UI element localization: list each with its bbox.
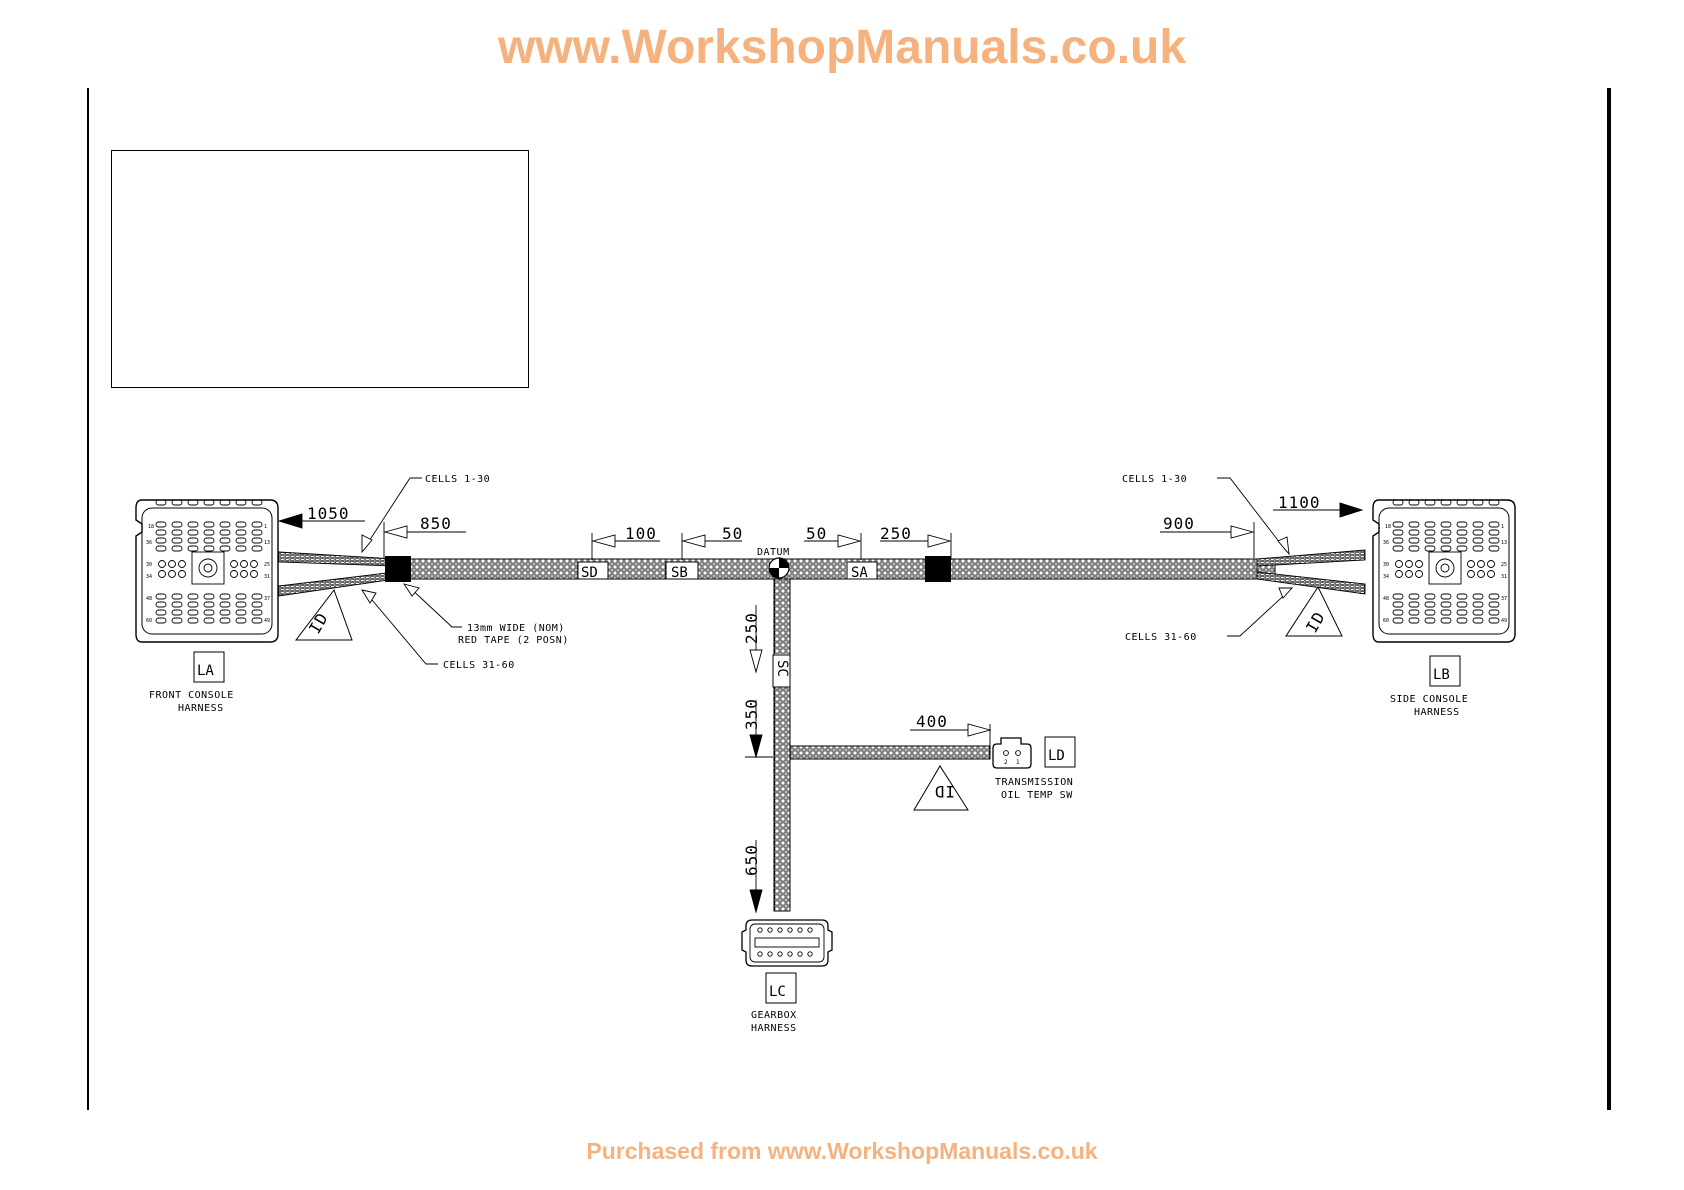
lb-connector-icon: 18 36 30 34 48 60 1 13 25 31 37 49 <box>1372 499 1516 643</box>
svg-text:31: 31 <box>264 574 270 580</box>
splice-sd-label: SD <box>581 565 598 581</box>
ld-code-box <box>1044 736 1076 768</box>
tape-note-line1: 13mm WIDE (NOM) <box>467 623 565 634</box>
datum-icon <box>768 557 790 579</box>
svg-text:48: 48 <box>146 596 152 602</box>
lc-code-box <box>765 972 797 1004</box>
dim-50-right: 50 <box>806 524 827 543</box>
dim-850: 850 <box>420 514 452 533</box>
svg-text:49: 49 <box>1501 618 1507 624</box>
svg-text:30: 30 <box>1383 562 1389 568</box>
left-border-line <box>87 88 89 1110</box>
lb-code-box <box>1429 655 1461 687</box>
dim-50-left: 50 <box>722 524 743 543</box>
svg-text:34: 34 <box>1383 574 1389 580</box>
svg-text:25: 25 <box>1501 562 1507 568</box>
ld-code: LD <box>1048 748 1065 764</box>
svg-text:37: 37 <box>264 596 270 602</box>
svg-text:36: 36 <box>1383 540 1389 546</box>
id-marker-right: ID <box>1285 585 1343 637</box>
la-name-line1: FRONT CONSOLE <box>149 690 234 701</box>
main-trunk-bundle <box>394 558 1258 580</box>
dim-1050: 1050 <box>307 504 350 523</box>
watermark-bottom: Purchased from www.WorkshopManuals.co.uk <box>586 1138 1098 1164</box>
svg-text:31: 31 <box>1501 574 1507 580</box>
svg-text:48: 48 <box>1383 596 1389 602</box>
title-block <box>111 150 529 388</box>
dim-400: 400 <box>916 712 948 731</box>
splice-sc-label: SC <box>774 660 790 677</box>
dim-250-v: 250 <box>742 612 761 644</box>
la-code-box <box>193 651 225 683</box>
dim-350: 350 <box>742 698 761 730</box>
lb-name-line1: SIDE CONSOLE <box>1390 694 1468 705</box>
dim-1100: 1100 <box>1278 493 1321 512</box>
splice-sb-label: SB <box>671 565 688 581</box>
splice-sa-box <box>846 561 878 580</box>
svg-text:1: 1 <box>264 524 267 530</box>
dim-250-h: 250 <box>880 524 912 543</box>
la-code: LA <box>197 663 214 679</box>
ld-name-line2: OIL TEMP SW <box>1001 790 1073 801</box>
lb-name-line2: HARNESS <box>1414 707 1460 718</box>
svg-text:60: 60 <box>146 618 152 624</box>
svg-text:30: 30 <box>146 562 152 568</box>
la-upper-branch <box>278 551 396 567</box>
svg-text:13: 13 <box>1501 540 1507 546</box>
tape-marker-right <box>925 556 951 582</box>
id-marker-left: ID <box>294 588 353 641</box>
lc-code: LC <box>769 984 786 1000</box>
watermark-top: www.WorkshopManuals.co.uk <box>497 21 1187 74</box>
gearbox-branch-bundle <box>773 578 791 912</box>
svg-text:ID: ID <box>934 782 955 801</box>
lb-cells-upper-label: CELLS 1-30 <box>1122 474 1187 485</box>
datum-label: DATUM <box>757 547 790 558</box>
svg-text:18: 18 <box>148 524 154 530</box>
la-name-line2: HARNESS <box>178 703 224 714</box>
svg-text:25: 25 <box>264 562 270 568</box>
svg-text:13: 13 <box>264 540 270 546</box>
la-cells-lower-label: CELLS 31-60 <box>443 660 515 671</box>
la-connector-icon: 18 36 30 34 48 60 1 13 25 31 37 49 <box>135 499 279 643</box>
ld-connector-icon: 2 1 <box>992 737 1032 769</box>
la-lower-branch <box>278 571 396 597</box>
svg-text:18: 18 <box>1385 524 1391 530</box>
lb-cells-lower-label: CELLS 31-60 <box>1125 632 1197 643</box>
splice-sb-box <box>665 561 699 580</box>
svg-text:1: 1 <box>1501 524 1504 530</box>
svg-text:1: 1 <box>1016 759 1020 766</box>
splice-sc-box <box>772 654 791 688</box>
svg-text:37: 37 <box>1501 596 1507 602</box>
lb-lower-branch <box>1256 571 1366 595</box>
svg-text:34: 34 <box>146 574 152 580</box>
dim-100: 100 <box>625 524 657 543</box>
splice-sd-box <box>577 561 609 580</box>
ld-name-line1: TRANSMISSION <box>995 777 1073 788</box>
oil-temp-branch-bundle <box>789 745 991 760</box>
lc-name-line1: GEARBOX <box>751 1010 797 1021</box>
lb-upper-branch <box>1256 549 1366 567</box>
splice-sa-label: SA <box>851 565 868 581</box>
tape-note-line2: RED TAPE (2 POSN) <box>458 635 569 646</box>
svg-text:2: 2 <box>1004 759 1008 766</box>
dim-900: 900 <box>1163 514 1195 533</box>
svg-text:36: 36 <box>146 540 152 546</box>
svg-text:49: 49 <box>264 618 270 624</box>
dim-650: 650 <box>742 844 761 876</box>
right-border-line <box>1607 88 1611 1110</box>
id-marker-ld: ID <box>913 765 969 811</box>
lb-code: LB <box>1433 667 1450 683</box>
lc-name-line2: HARNESS <box>751 1023 797 1034</box>
svg-text:60: 60 <box>1383 618 1389 624</box>
la-cells-upper-label: CELLS 1-30 <box>425 474 490 485</box>
lc-connector-icon <box>741 919 833 967</box>
tape-marker-left <box>385 556 411 582</box>
